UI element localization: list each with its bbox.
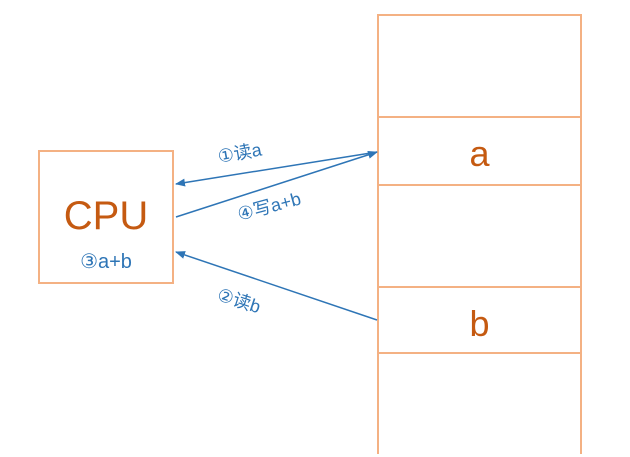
arrow-read-b — [175, 251, 378, 321]
memory-cell-a-label: a — [469, 133, 490, 174]
arrow-read-a — [175, 151, 378, 187]
memory-cell-b-label: b — [469, 303, 490, 344]
memory-divider — [379, 184, 580, 186]
memory-divider — [379, 352, 580, 354]
cpu-box: CPU ③a+b — [38, 150, 174, 284]
arrow-write-ab — [175, 150, 378, 218]
memory-divider — [379, 286, 580, 288]
cpu-title: CPU — [63, 194, 149, 238]
memory-column: a b — [377, 14, 582, 454]
memory-divider — [379, 116, 580, 118]
cpu-operation: ③a+b — [80, 251, 132, 273]
